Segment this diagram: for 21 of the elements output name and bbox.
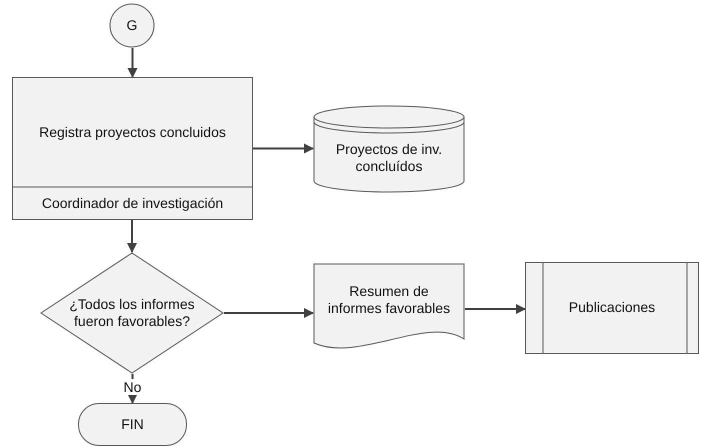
node-label: ¿Todos los informes fueron favorables? (68, 296, 196, 330)
arrow (253, 144, 314, 154)
arrow (128, 374, 138, 404)
role-label: Coordinador de investigación (42, 194, 224, 213)
arrow (465, 304, 526, 314)
node-label: Proyectos de inv. concluídos (334, 140, 444, 176)
edge-label: No (122, 378, 142, 394)
arrow (127, 220, 137, 253)
node-label: FIN (121, 416, 144, 434)
connector-circle (109, 3, 155, 48)
arrow (128, 48, 138, 78)
process-label: Registra proyectos concluidos (39, 122, 226, 142)
database-cylinder (313, 105, 465, 193)
node-label: Resumen de informes favorables (326, 282, 452, 318)
terminal-shape (78, 403, 187, 446)
node-label: G (126, 16, 138, 34)
decision-diamond (40, 252, 224, 374)
process-box (12, 77, 253, 220)
arrow (224, 308, 314, 318)
predefined-process-box (525, 262, 699, 354)
node-label: Publicaciones (568, 299, 656, 317)
